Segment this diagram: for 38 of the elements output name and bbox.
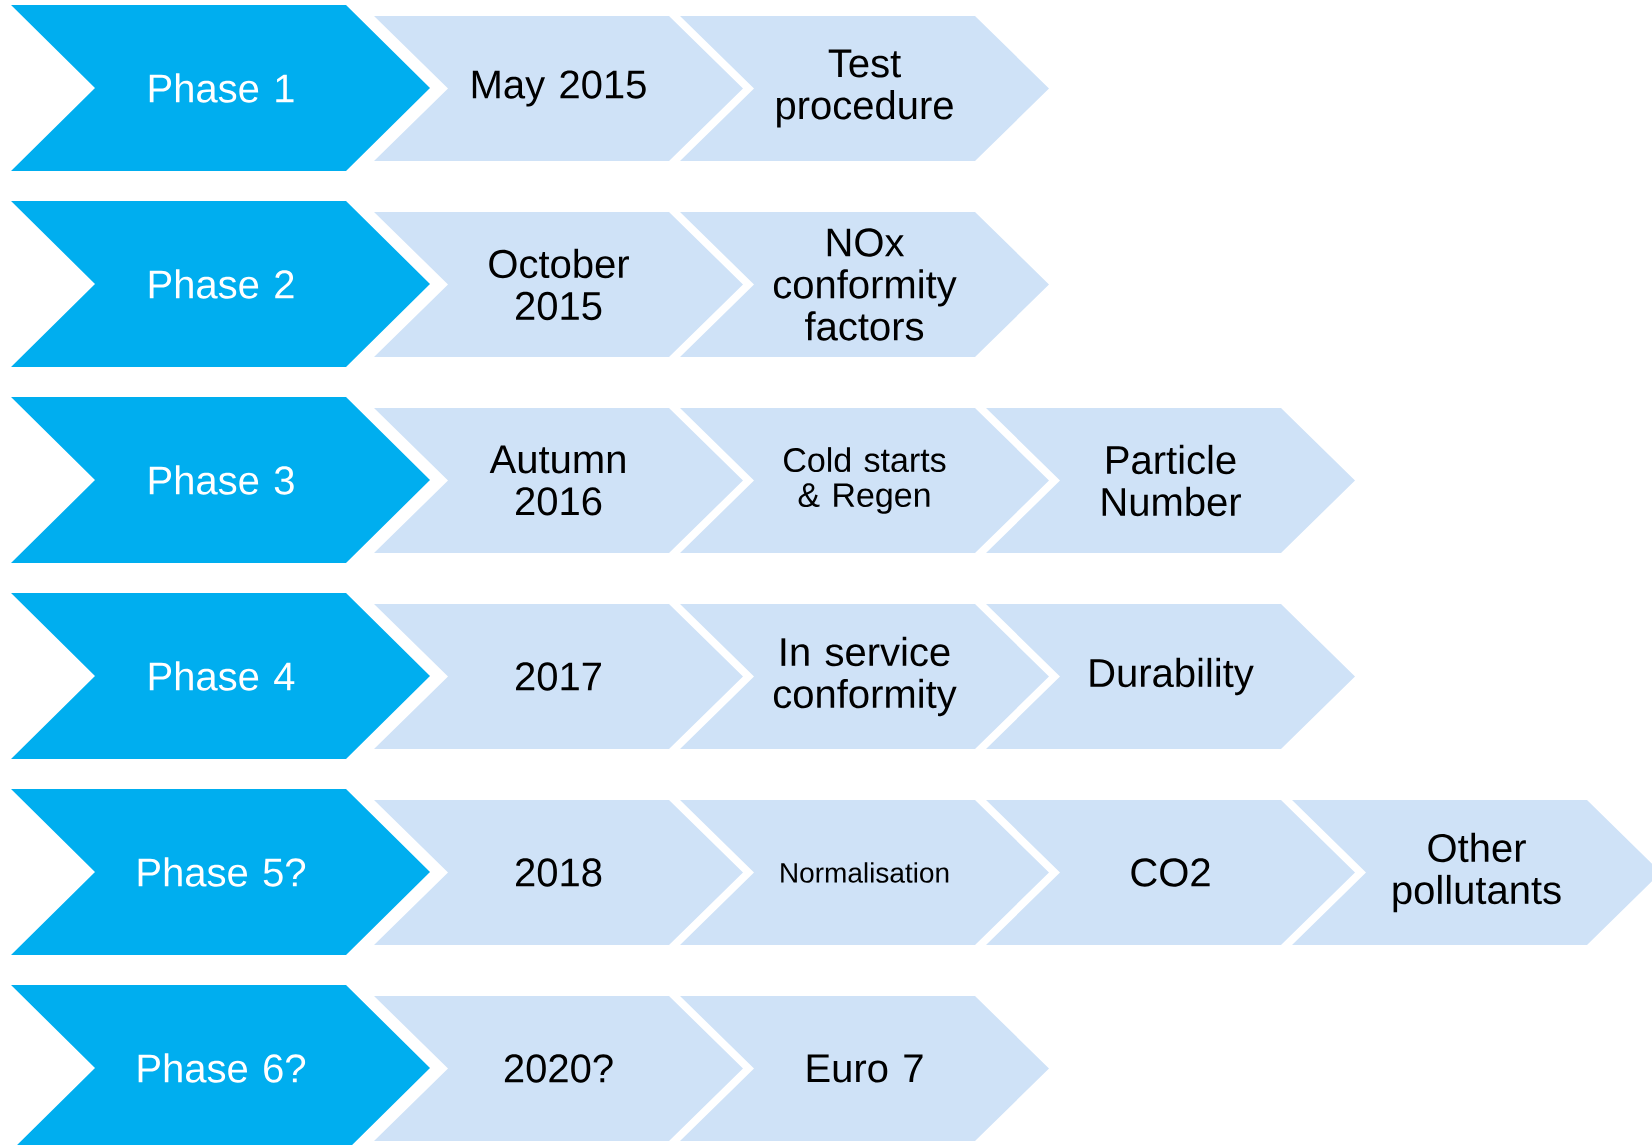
step-box: Particle Number	[986, 408, 1355, 553]
step-box: October 2015	[374, 212, 743, 357]
step-box: In service conformity	[680, 604, 1049, 749]
node-label: 2020?	[504, 1054, 613, 1083]
phase-box: Phase 4	[11, 593, 430, 759]
node-label: Particle Number	[1102, 444, 1241, 517]
node-label: 2017	[516, 662, 601, 691]
node-label: NOx conformity factors	[773, 228, 957, 341]
node-label: Normalisation	[781, 862, 949, 883]
step-box: 2020?	[374, 996, 743, 1141]
node-label: CO2	[1131, 858, 1210, 887]
node-label: Autumn 2016	[489, 445, 625, 516]
phase-box: Phase 6?	[11, 985, 430, 1145]
phase-box: Phase 1	[11, 5, 430, 171]
phase-box: Phase 2	[11, 201, 430, 367]
phase-box: Phase 5?	[11, 789, 430, 955]
node-label: Other pollutants	[1393, 832, 1561, 913]
step-box: NOx conformity factors	[680, 212, 1049, 357]
step-box: Other pollutants	[1292, 800, 1652, 945]
node-label: In service conformity	[773, 636, 957, 717]
step-box: 2018	[374, 800, 743, 945]
step-box: Normalisation	[680, 800, 1049, 945]
step-box: 2017	[374, 604, 743, 749]
step-box: CO2	[986, 800, 1355, 945]
step-box: Euro 7	[680, 996, 1049, 1141]
node-label: Durability	[1090, 657, 1254, 696]
step-box: Durability	[986, 604, 1355, 749]
step-box: Autumn 2016	[374, 408, 743, 553]
node-label: Euro 7	[807, 1054, 923, 1083]
node-label: October 2015	[489, 248, 629, 321]
step-box: Cold starts & Regen	[680, 408, 1049, 553]
phase-box: Phase 3	[11, 397, 430, 563]
node-label: Cold starts & Regen	[784, 447, 946, 514]
step-box: Test procedure	[680, 16, 1049, 161]
step-box: May 2015	[374, 16, 743, 161]
node-label: 2018	[516, 858, 602, 887]
node-label: Test procedure	[777, 49, 953, 128]
node-label: May 2015	[472, 70, 646, 107]
